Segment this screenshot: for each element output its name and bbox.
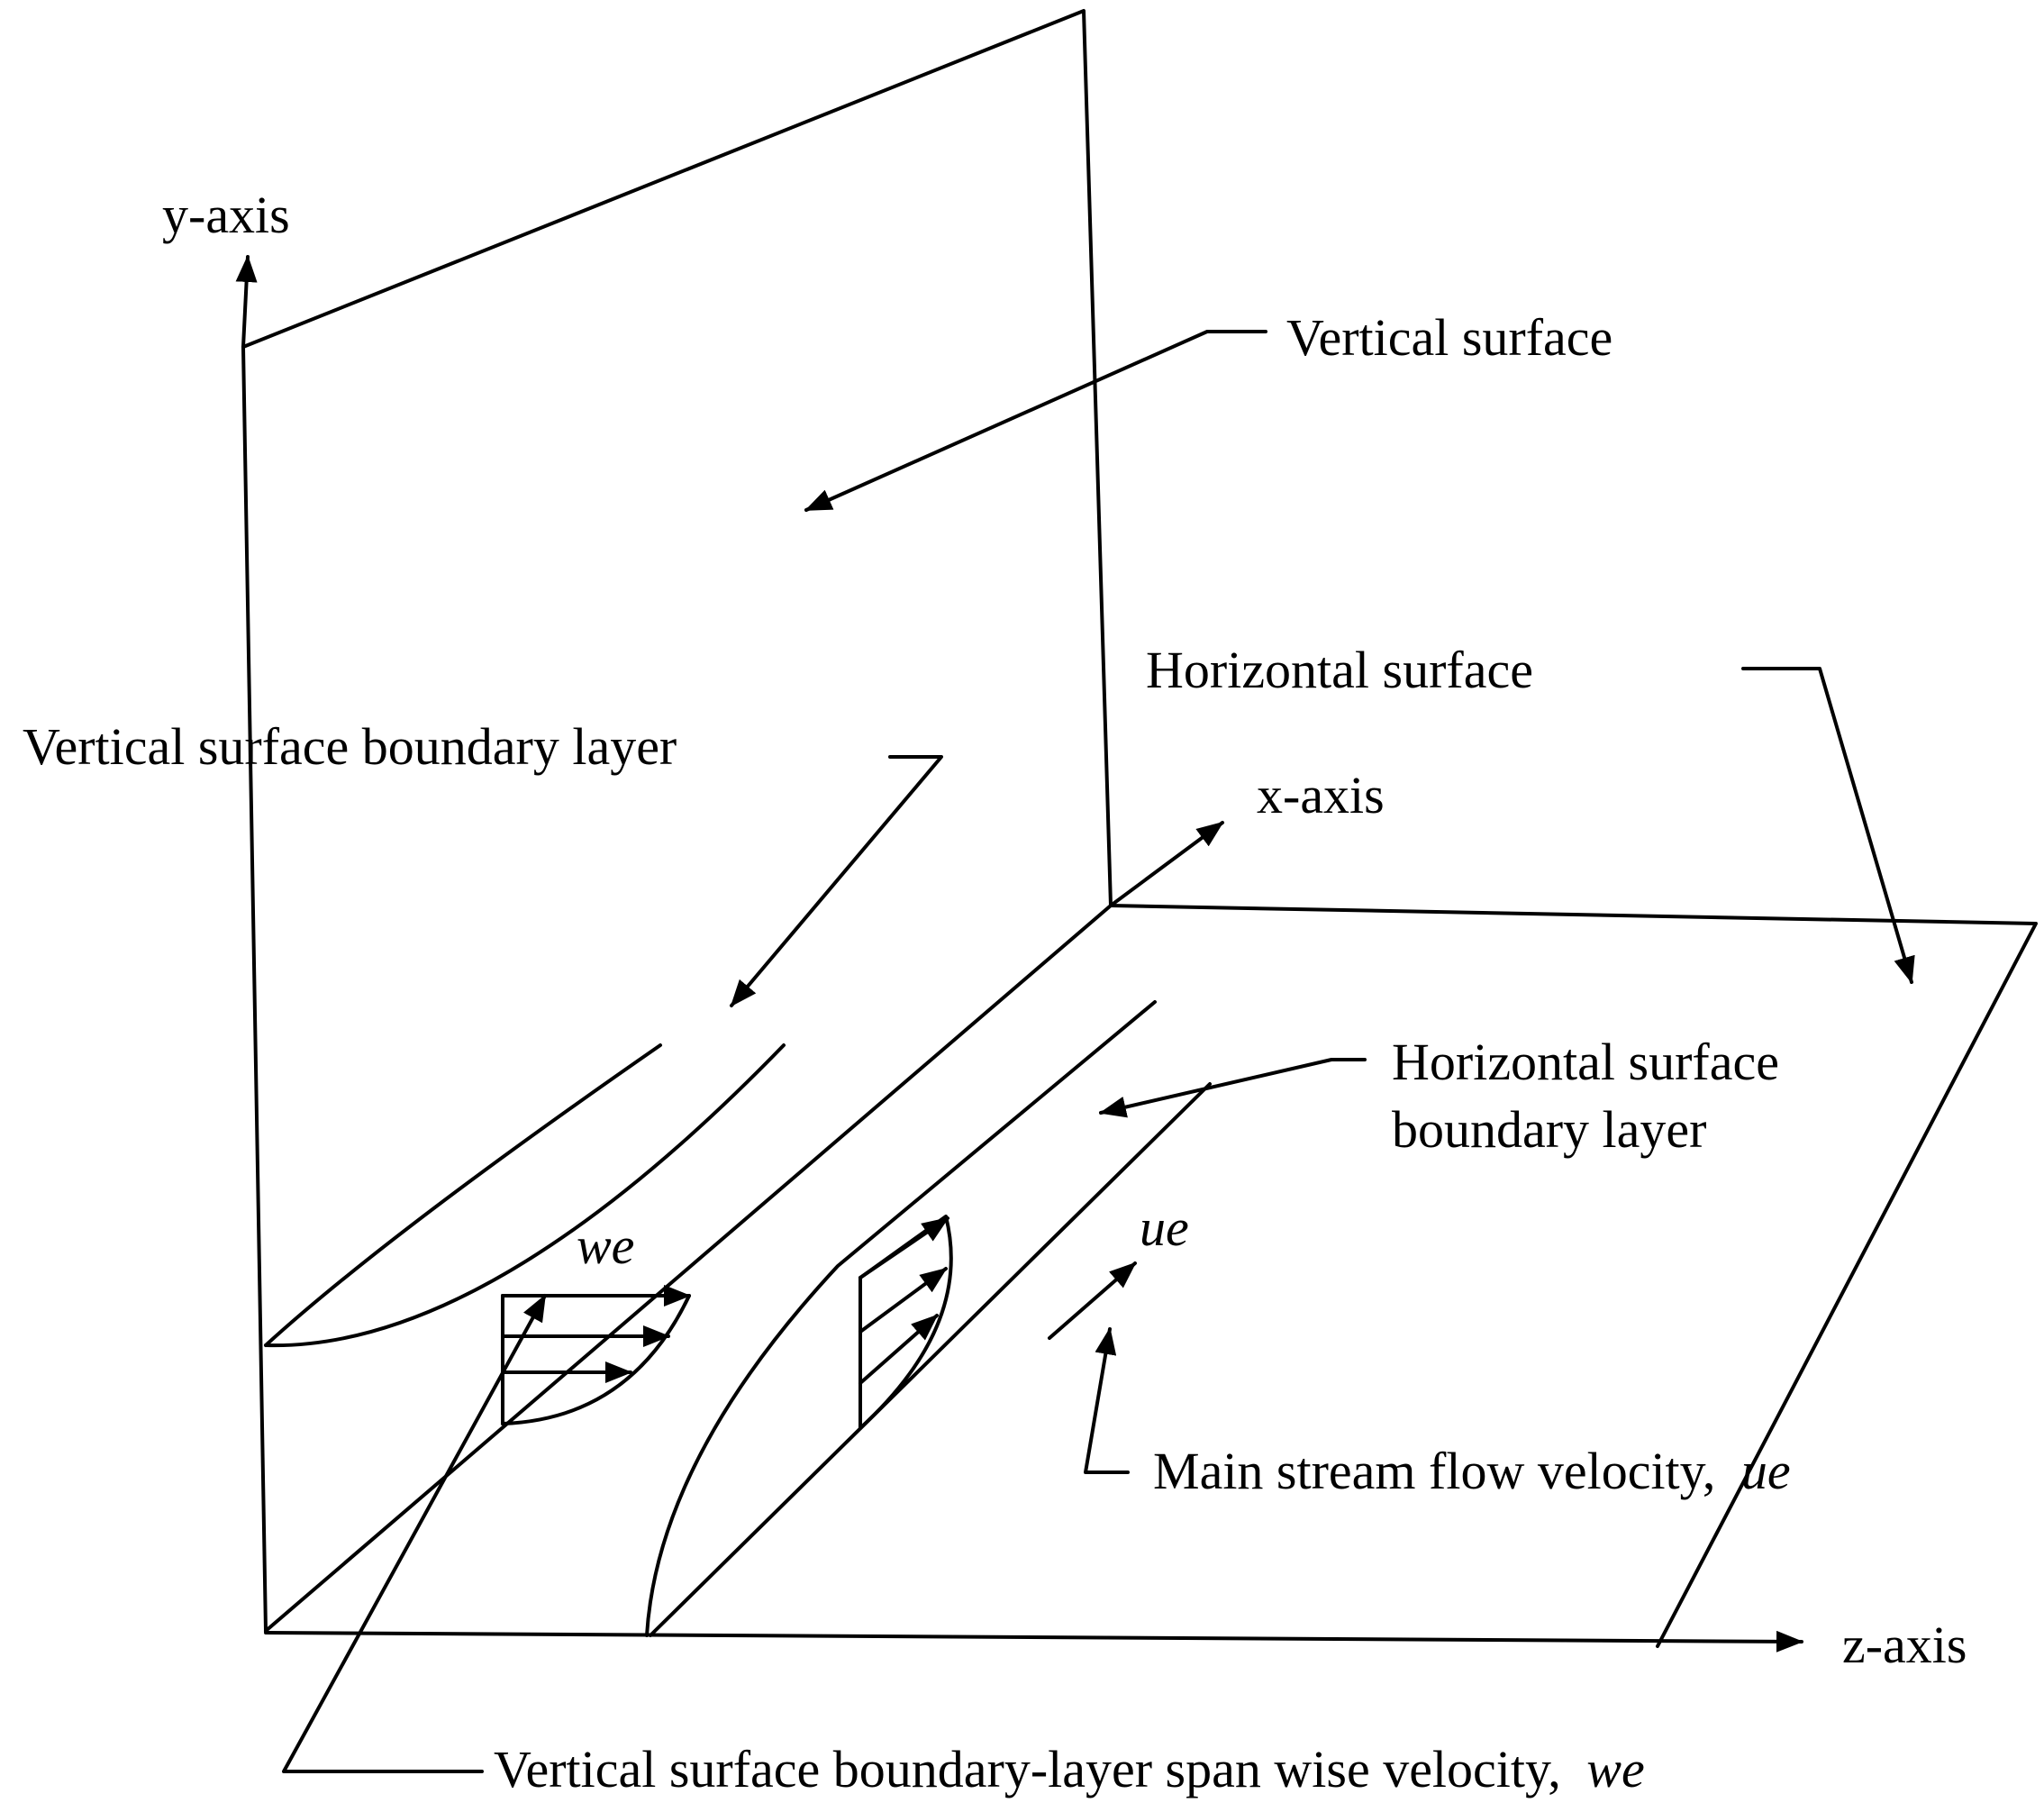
spanwise-label: Vertical surface boundary-layer span wis… xyxy=(494,1740,1645,1798)
vertical-boundary-layer-label: Vertical surface boundary layer xyxy=(23,717,677,776)
vertical-surface-leader xyxy=(804,330,1267,512)
vertical-boundary-layer-curve xyxy=(264,1043,662,1347)
horizontal-boundary-layer-edge xyxy=(649,1082,1212,1637)
horizontal-surface-outline xyxy=(1109,904,2038,1648)
ue-profile-arrow-1 xyxy=(858,1216,949,1279)
vertical-surface-label: Vertical surface xyxy=(1286,308,1612,367)
corner-line xyxy=(264,904,1113,1633)
x-axis-label: x-axis xyxy=(1257,766,1385,824)
horizontal-boundary-layer-leader xyxy=(1099,1058,1367,1118)
ue-profile-arrow-3 xyxy=(858,1314,939,1385)
we-symbol-label: we xyxy=(577,1216,634,1275)
ue-symbol-label: ue xyxy=(1140,1198,1189,1257)
main-stream-label: Main stream flow velocity, ue xyxy=(1153,1442,1791,1500)
horizontal-surface-leader xyxy=(1741,667,1915,984)
spanwise-leader xyxy=(282,1294,547,1773)
z-axis-arrow xyxy=(264,1630,1803,1653)
z-axis-label: z-axis xyxy=(1842,1616,1967,1674)
spanwise-label-text: Vertical surface boundary-layer span wis… xyxy=(494,1740,1561,1798)
ue-flow-arrow xyxy=(1048,1261,1137,1340)
we-profile-curve xyxy=(501,1294,691,1425)
vertical-surface-outline xyxy=(241,9,1113,1633)
spanwise-symbol: we xyxy=(1586,1740,1644,1798)
main-stream-leader xyxy=(1084,1327,1130,1474)
main-stream-label-text: Main stream flow velocity, xyxy=(1153,1442,1715,1500)
y-axis-label: y-axis xyxy=(162,186,290,244)
x-axis-arrow xyxy=(1109,821,1224,907)
main-stream-symbol: ue xyxy=(1741,1442,1791,1500)
y-axis-arrow xyxy=(235,255,258,349)
horizontal-boundary-layer-label-line1: Horizontal surface xyxy=(1392,1033,1779,1091)
vertical-boundary-layer-curve-outer xyxy=(264,1043,786,1348)
horizontal-surface-label: Horizontal surface xyxy=(1146,641,1533,699)
ue-profile-arrow-2 xyxy=(858,1267,948,1334)
horizontal-boundary-layer-curve xyxy=(645,1000,1157,1637)
horizontal-boundary-layer-label-line2: boundary layer xyxy=(1392,1100,1706,1159)
vertical-boundary-layer-leader xyxy=(730,755,943,1007)
